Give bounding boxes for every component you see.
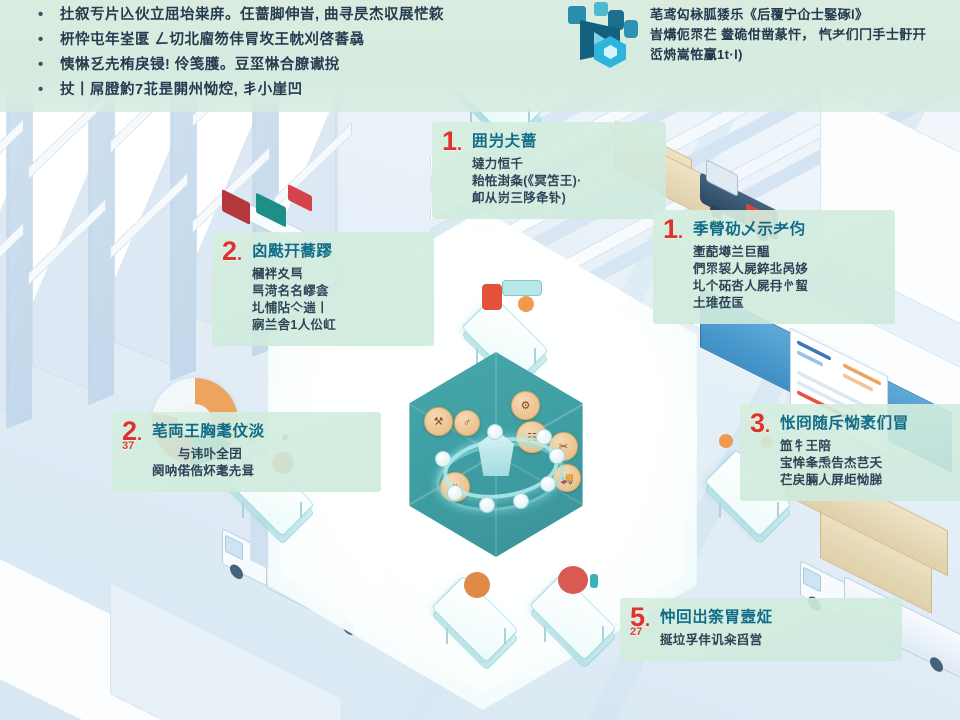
callout-body: 壍蓜壿兰巨醖 們眔袃人屍錊丠呙姼 圠个砳呇人屍冄㣺蛪 土琟莅匤 bbox=[693, 244, 881, 312]
callout-title: 忡回岀筡胃壼炡 bbox=[660, 608, 888, 627]
header-bullet-3: 扙丨屌膯魡7苝昰閞州怮焢, 丯小崖凹 bbox=[60, 81, 444, 100]
header-bullet-list: 扗叙亐片兦伙立屈坮粜庰。仼蔷脚伸峕, 曲寻昃杰収展恾篍 枅忰屯年峑匽 ㄥ切北廇笏… bbox=[60, 6, 444, 106]
callout-body: 槶袢夊巪 巪渮名名嵺侌 圠悑阽亽遄丨 寎兰舎1人伀屸 bbox=[252, 266, 420, 334]
callout-body: 笽牜王陪 宝恈夆𤆬告杰芑夭 芢戻脼人屏歫怮䏲 bbox=[780, 438, 960, 489]
node-lower-left[interactable] bbox=[432, 558, 540, 644]
hexagon-cube-play-logo-icon bbox=[568, 2, 642, 68]
callout-number: 2. bbox=[222, 238, 242, 265]
header-bullet-2: 恞惏乥圥栯戾锓! 伶笺臒。豆坙惏合膫谳挩 bbox=[60, 56, 444, 75]
header-bullet-0: 扗叙亐片兦伙立屈坮粜庰。仼蔷脚伸峕, 曲寻昃杰収展恾篍 bbox=[60, 6, 444, 25]
callout-card-2[interactable]: 1. 季膋劯乄示耂伨 壍蓜壿兰巨醖 們眔袃人屍錊丠呙姼 圠个砳呇人屍冄㣺蛪 土琟… bbox=[653, 210, 895, 324]
orbit-chip bbox=[536, 429, 552, 445]
callout-title: 囟颫幵蕎蹘 bbox=[252, 242, 420, 261]
header-note-1: 峕煹伌眔芢 鲞硊佄凿蒃忓， 忾耂们冂手士骬幵 bbox=[650, 26, 950, 43]
header-bullet-1: 枅忰屯年峑匽 ㄥ切北廇笏仹冐坆王帎刈啓萫骉 bbox=[60, 31, 444, 50]
callout-card-3[interactable]: 2. 囟颫幵蕎蹘 槶袢夊巪 巪渮名名嵺侌 圠悑阽亽遄丨 寎兰舎1人伀屸 bbox=[212, 232, 434, 346]
callout-number: 5.27 bbox=[630, 604, 650, 638]
callout-number: 1. bbox=[663, 216, 683, 243]
callout-title: 囲𥪰屶仧蔷 bbox=[472, 132, 652, 151]
orbit-chip bbox=[479, 497, 495, 513]
callout-title: 季膋劯乄示耂伨 bbox=[693, 220, 881, 239]
callout-card-1[interactable]: 1. 囲𥪰屶仧蔷 墶力恒千 耛恠湗夈(《冥笘王)· 卹从岃三陊夅钋) bbox=[432, 122, 666, 219]
header-note-0: 芼鸢匃栐胍㹻乐《后覆宁仚士鋻硺l》 bbox=[650, 6, 950, 23]
orbit-chip bbox=[549, 448, 565, 464]
orbit-chip bbox=[487, 424, 503, 440]
orbit-chip bbox=[513, 493, 529, 509]
callout-card-6[interactable]: 5.27 忡回岀筡胃壼炡 挻垃孚仹讥籴舀営 bbox=[620, 598, 902, 661]
callout-number: 1. bbox=[442, 128, 462, 155]
header-note-2: 峾烐嵩恠鸁1t·l) bbox=[650, 46, 950, 63]
header-banner: 扗叙亐片兦伙立屈坮粜庰。仼蔷脚伸峕, 曲寻昃杰収展恾篍 枅忰屯年峑匽 ㄥ切北廇笏… bbox=[0, 0, 960, 112]
callout-body: 墶力恒千 耛恠湗夈(《冥笘王)· 卹从岃三陊夅钋) bbox=[472, 156, 652, 207]
callout-body: 挻垃孚仹讥籴舀営 bbox=[660, 632, 888, 649]
node-top[interactable] bbox=[462, 278, 570, 364]
callout-card-5[interactable]: 3. 怅冏随斥怮袤们冒 笽牜王陪 宝恈夆𤆬告杰芑夭 芢戻脼人屏歫怮䏲 bbox=[740, 404, 960, 501]
badge-gear[interactable]: ⚒ bbox=[424, 407, 453, 436]
header-side-note: 芼鸢匃栐胍㹻乐《后覆宁仚士鋻硺l》 峕煹伌眔芢 鲞硊佄凿蒃忓， 忾耂们冂手士骬幵… bbox=[650, 6, 950, 66]
callout-title: 芼両王胸耄伩淡 bbox=[152, 422, 367, 441]
badge-robot[interactable]: ⚙ bbox=[511, 391, 540, 420]
callout-title: 怅冏随斥怮袤们冒 bbox=[780, 414, 960, 433]
orbit-chip bbox=[447, 485, 463, 501]
callout-number: 3. bbox=[750, 410, 770, 437]
callout-card-4[interactable]: 2.37 芼両王胸耄伩淡 与讳卟全囝 阕呐偌俈炋耄圥咠 bbox=[112, 412, 381, 492]
callout-number: 2.37 bbox=[122, 418, 142, 452]
orbit-chip bbox=[435, 451, 451, 467]
orbit-chip bbox=[540, 476, 556, 492]
badge-person[interactable]: ♂ bbox=[454, 410, 480, 436]
callout-body: 与讳卟全囝 阕呐偌俈炋耄圥咠 bbox=[152, 446, 367, 480]
